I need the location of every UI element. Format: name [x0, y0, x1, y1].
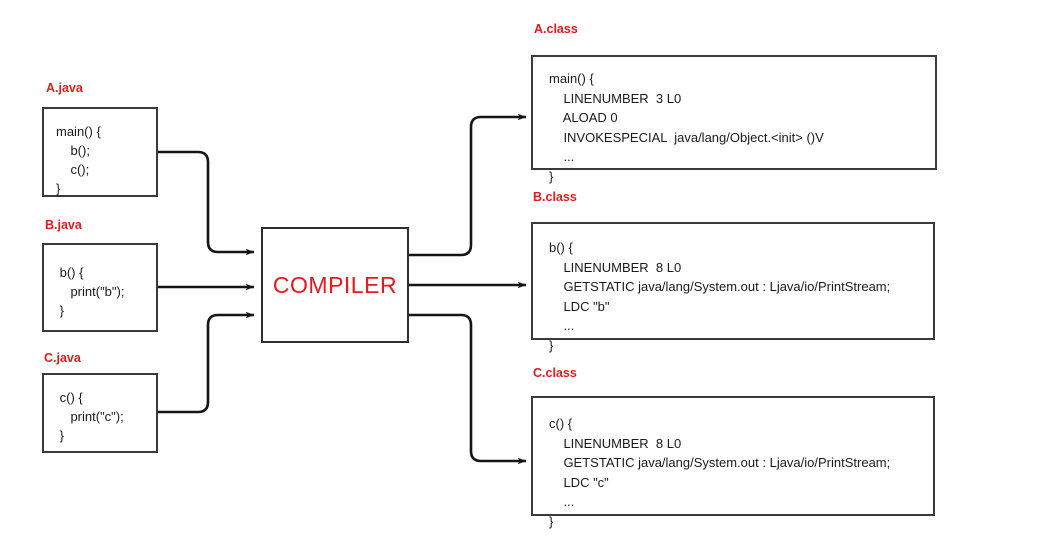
output-label-c-class: C.class: [533, 366, 577, 380]
source-code-a-java: main() { b(); c(); }: [56, 124, 101, 196]
source-label-a-java: A.java: [46, 81, 83, 95]
source-code-b-java: b() { print("b"); }: [59, 265, 125, 318]
output-box-a-class: main() { LINENUMBER 3 L0 ALOAD 0 INVOKES…: [531, 55, 937, 184]
source-label-b-java: B.java: [45, 218, 82, 232]
connector-compiler-to-aclass: [409, 113, 527, 257]
source-box-a-java: main() { b(); c(); }: [42, 107, 158, 197]
connector-cjava-to-compiler: [157, 311, 255, 414]
compiler-box: COMPILER: [261, 227, 409, 343]
output-code-b-class: b() { LINENUMBER 8 L0 GETSTATIC java/lan…: [549, 240, 891, 353]
output-code-a-class: main() { LINENUMBER 3 L0 ALOAD 0 INVOKES…: [549, 71, 824, 184]
output-label-b-class: B.class: [533, 190, 577, 204]
source-box-b-java: b() { print("b"); }: [42, 243, 158, 332]
source-box-c-java: c() { print("c"); }: [42, 373, 158, 453]
connector-ajava-to-compiler: [157, 150, 255, 256]
source-label-c-java: C.java: [44, 351, 81, 365]
connector-compiler-to-cclass: [409, 313, 527, 465]
output-label-a-class: A.class: [534, 22, 578, 36]
output-code-c-class: c() { LINENUMBER 8 L0 GETSTATIC java/lan…: [549, 416, 891, 529]
output-box-c-class: c() { LINENUMBER 8 L0 GETSTATIC java/lan…: [531, 396, 935, 529]
output-box-b-class: b() { LINENUMBER 8 L0 GETSTATIC java/lan…: [531, 222, 935, 353]
source-code-c-java: c() { print("c"); }: [59, 390, 124, 443]
compiler-label: COMPILER: [272, 271, 398, 298]
